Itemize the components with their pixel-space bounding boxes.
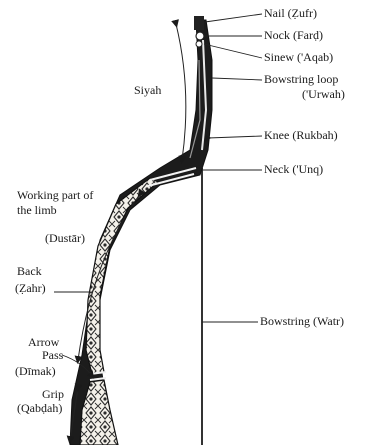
label-working-line2: the limb bbox=[17, 204, 57, 217]
nail-tip bbox=[194, 16, 204, 30]
nock-circle bbox=[196, 32, 204, 40]
label-nail: Nail (Ẓufr) bbox=[264, 7, 317, 20]
leader-sinew bbox=[204, 44, 262, 58]
label-knee: Knee (Rukbah) bbox=[264, 129, 338, 142]
label-back-line2: (Ẓahr) bbox=[15, 282, 46, 295]
label-loop-line1: Bowstring loop bbox=[264, 73, 338, 86]
label-sinew: Sinew ('Aqab) bbox=[264, 51, 333, 64]
leader-knee bbox=[208, 136, 262, 138]
label-grip-line2: (Qabḍah) bbox=[17, 402, 62, 415]
label-bowstring: Bowstring (Watr) bbox=[260, 315, 344, 328]
label-neck: Neck ('Unq) bbox=[264, 163, 323, 176]
label-grip-line1: Grip bbox=[42, 388, 64, 401]
label-loop-line2: ('Urwah) bbox=[302, 88, 345, 101]
label-dimak: (Dīmak) bbox=[15, 365, 56, 378]
siyah-arrow bbox=[176, 24, 186, 160]
label-siyah: Siyah bbox=[134, 84, 161, 97]
bow-ornament bbox=[86, 178, 158, 374]
sinew-circle bbox=[196, 41, 202, 47]
leader-nail bbox=[205, 14, 262, 22]
label-working-line1: Working part of bbox=[17, 189, 93, 202]
leader-loop bbox=[212, 78, 262, 80]
label-dustar: (Dustār) bbox=[45, 232, 85, 245]
label-nock: Nock (Farḍ) bbox=[264, 29, 323, 42]
label-back-line1: Back bbox=[17, 265, 42, 278]
label-arrow-line2: Pass bbox=[42, 349, 63, 362]
